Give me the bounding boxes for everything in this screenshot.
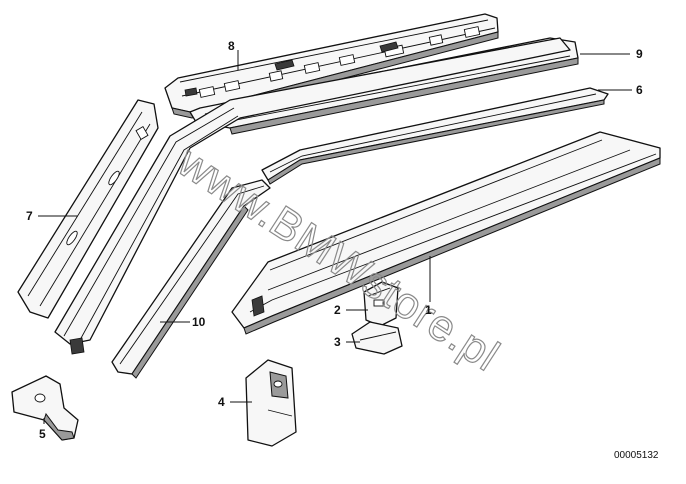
callout-1: 1 (425, 303, 432, 317)
callout-10: 10 (192, 315, 206, 329)
callout-4: 4 (218, 395, 225, 409)
callout-5: 5 (39, 427, 46, 441)
callout-8: 8 (228, 39, 235, 53)
callout-9: 9 (636, 47, 643, 61)
drawing-number: 00005132 (614, 450, 659, 461)
part-5-mounting-bracket (11, 375, 79, 441)
part-10-pillar-strip (111, 179, 271, 379)
part-2-bracket (363, 281, 399, 327)
callout-3: 3 (334, 335, 341, 349)
part-4-bracket-cover (245, 359, 297, 447)
leader-lines (38, 50, 632, 424)
centre-pillar-section (54, 37, 571, 355)
callout-labels: 8 9 6 7 10 1 2 3 4 5 (26, 39, 643, 441)
callout-7: 7 (26, 209, 33, 223)
part-6-drip-moulding (261, 87, 609, 185)
part-7-a-pillar-trim (17, 99, 159, 319)
part-1-sill-panel (231, 131, 661, 335)
part-3-clip (351, 321, 403, 355)
callout-2: 2 (334, 303, 341, 317)
callout-6: 6 (636, 83, 643, 97)
